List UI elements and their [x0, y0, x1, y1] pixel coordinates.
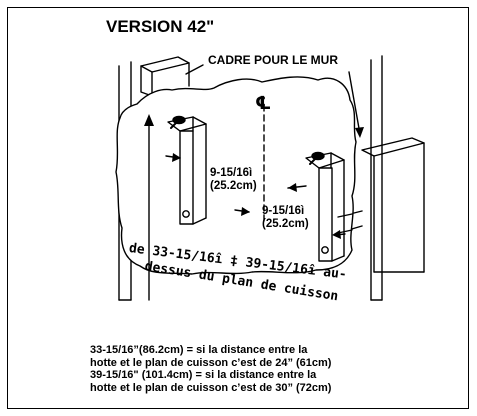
bracket-spacing-left-cm: (25.2cm) — [210, 180, 257, 192]
bracket-spacing-right-inches: 9-15/16ì — [262, 205, 305, 217]
frame-leader-line — [348, 71, 361, 135]
bracket-spacing-right-cm: (25.2cm) — [262, 218, 309, 230]
note-line-1: 33-15/16”(86.2cm) = si la distance entre… — [90, 344, 308, 356]
centerline-symbol: ℄ — [255, 93, 272, 114]
right-stud — [370, 55, 383, 301]
right-screw — [309, 151, 325, 165]
height-arrowhead — [144, 114, 154, 126]
wall-frame-label: CADRE POUR LE MUR — [208, 53, 339, 67]
bracket-spacing-left-label: 9-15/16ì (25.2cm) — [210, 167, 257, 193]
note-line-3: 39-15/16" (101.4cm) = si la distance ent… — [90, 369, 317, 382]
bracket-spacing-left-inches: 9-15/16ì — [210, 167, 253, 179]
height-notes: 33-15/16”(86.2cm) = si la distance entre… — [90, 344, 470, 394]
right-beam — [361, 137, 425, 273]
left-screw — [170, 115, 186, 129]
diagram-title: VERSION 42" — [106, 17, 215, 36]
bracket-spacing-right-label: 9-15/16ì (25.2cm) — [262, 205, 309, 231]
note-line-4: hotte et le plan de cuisson c’est de 30”… — [90, 381, 332, 394]
note-line-2: hotte et le plan de cuisson c’est de 24”… — [90, 356, 332, 369]
top-left-block — [140, 56, 190, 97]
wall-cutout — [115, 76, 357, 275]
